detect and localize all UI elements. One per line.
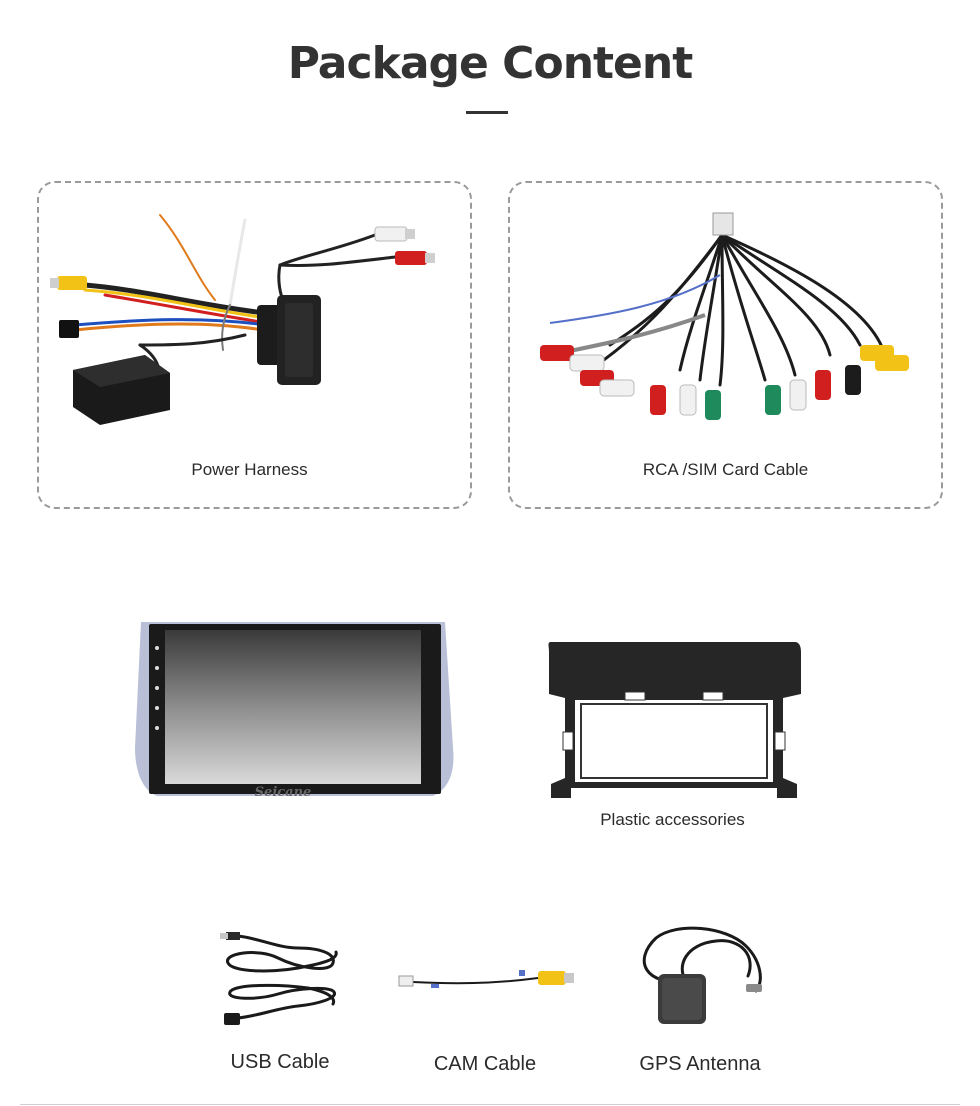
rca-sim-cable-image [540, 212, 909, 420]
gps-antenna-label: GPS Antenna [639, 1053, 761, 1075]
power-harness-image [50, 214, 435, 425]
plastic-frame-image [548, 642, 801, 798]
power-harness-label: Power Harness [191, 460, 308, 479]
bottom-divider [20, 1104, 960, 1105]
cam-cable-label: CAM Cable [433, 1053, 537, 1075]
usb-cable-label: USB Cable [230, 1051, 330, 1073]
power-harness-card [37, 181, 472, 509]
gps-antenna-image [642, 926, 762, 1024]
head-unit-image: Seicane [135, 622, 454, 800]
brand-watermark: Seicane [255, 785, 312, 800]
title-underline [466, 111, 508, 114]
rca-sim-cable-label: RCA /SIM Card Cable [642, 460, 809, 479]
rca-sim-card [508, 181, 943, 509]
cam-cable-image [398, 970, 574, 988]
usb-cable-image [220, 932, 338, 1025]
plastic-accessories-label: Plastic accessories [600, 810, 745, 829]
page-title: Package Content [287, 38, 694, 89]
